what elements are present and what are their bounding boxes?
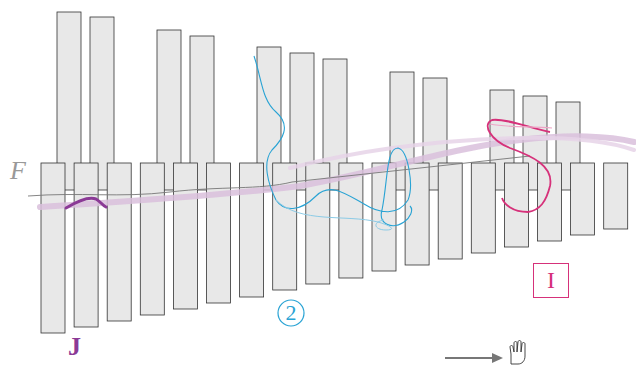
phrase-path [488, 120, 551, 212]
node-text: 2 [286, 302, 297, 324]
lower-bar [405, 163, 429, 265]
section-box: I [533, 263, 569, 298]
phrase-path [254, 56, 412, 226]
direction-arrow [492, 353, 503, 363]
phrase-band [40, 136, 634, 207]
lower-bars [41, 163, 628, 333]
lower-bar [571, 163, 595, 235]
lower-bar [372, 163, 396, 271]
circle-outline [278, 300, 304, 326]
phrase-path [276, 200, 392, 230]
lower-bar [207, 163, 231, 303]
lower-bar [41, 163, 65, 333]
lower-bar [604, 163, 628, 229]
j-gesture [66, 198, 106, 208]
lower-bar [240, 163, 264, 297]
lower-bar [74, 163, 98, 327]
node-text: I [547, 268, 555, 292]
lower-bar [173, 163, 197, 309]
lower-bar [107, 163, 131, 321]
lower-bar [438, 163, 462, 259]
section-letter: J [68, 334, 81, 360]
phrase-path [490, 124, 552, 128]
direction-arrow [445, 357, 494, 359]
hand-icon [510, 341, 525, 365]
lower-bar [471, 163, 495, 253]
f-line [28, 156, 530, 196]
note-letter: F [10, 158, 26, 184]
lower-bar [140, 163, 164, 315]
callout-number: 2 [277, 299, 305, 327]
